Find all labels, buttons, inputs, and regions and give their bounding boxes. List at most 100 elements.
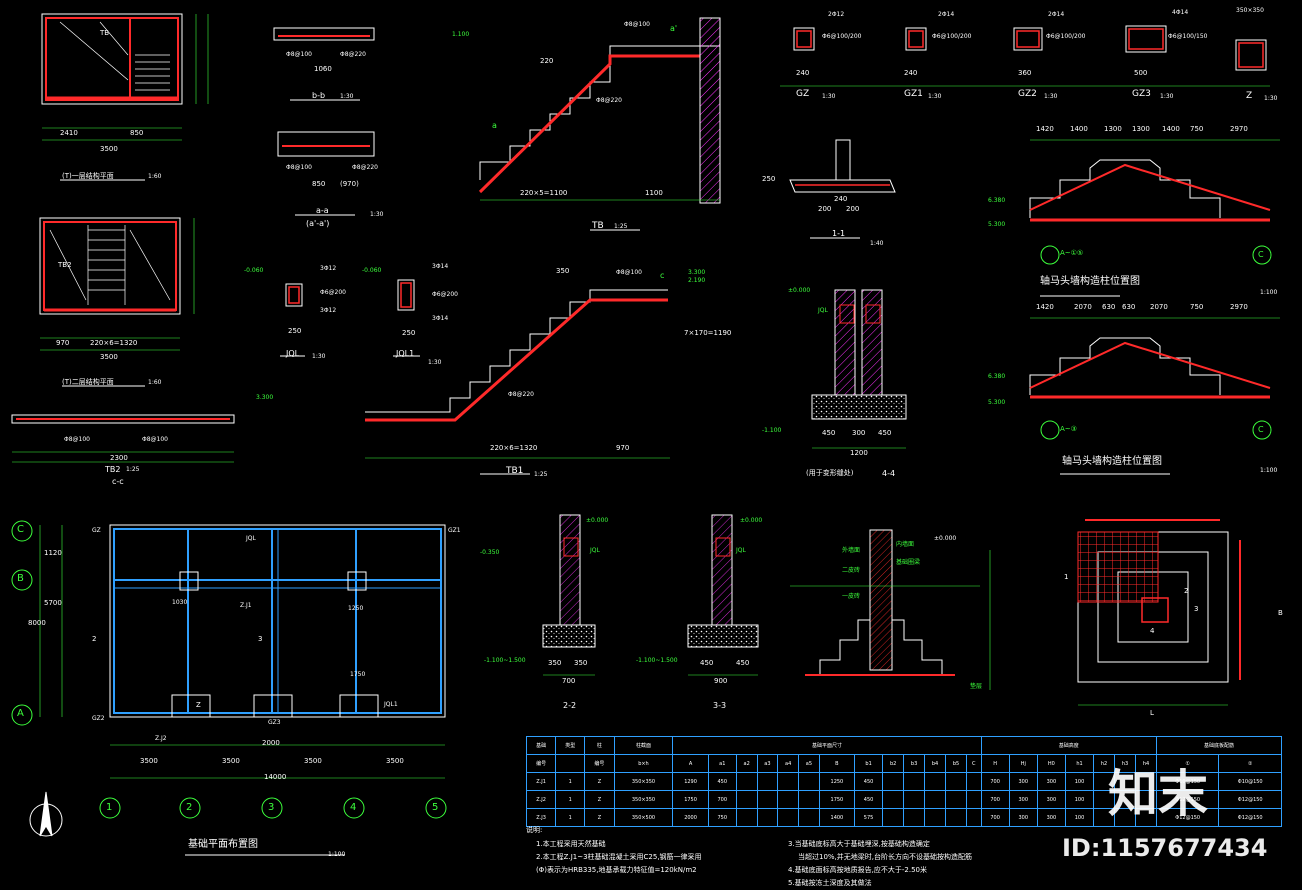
table-cell: 350×500 bbox=[613, 808, 674, 827]
roof-1-dim-4: 1400 bbox=[1162, 125, 1180, 133]
stair-TB-scale: 1:25 bbox=[614, 223, 628, 230]
section-44-elev-1: -1.100 bbox=[762, 427, 782, 434]
foundation-span-1: 3500 bbox=[222, 757, 240, 765]
col-GZ-title: GZ bbox=[796, 89, 810, 99]
section-bb-bar-0: Φ8@100 bbox=[286, 51, 312, 58]
table-cell: Φ12@150 bbox=[1218, 790, 1282, 809]
section-22-elev-2: -1.100~1.500 bbox=[484, 657, 526, 664]
section-22-elev-1: -0.350 bbox=[480, 549, 500, 556]
th-group-6: 基础底板配筋 bbox=[1155, 736, 1283, 755]
column-sections bbox=[780, 25, 1270, 87]
section-bb-title: b-b bbox=[312, 91, 326, 100]
foundation-axis-x-1: 2 bbox=[186, 802, 193, 813]
foundation-axis-y-1: B bbox=[17, 573, 24, 584]
section-44 bbox=[811, 289, 907, 449]
stair-TB1-elev-1: 2.190 bbox=[688, 277, 706, 284]
section-22-dim-6: 350 bbox=[574, 659, 588, 667]
section-33-elev-1: -1.100~1.500 bbox=[636, 657, 678, 664]
stair-plan-2-dim-0: 970 bbox=[56, 339, 70, 347]
table-cell: 300 bbox=[1036, 772, 1066, 791]
stair-TB-dim-3: 220 bbox=[540, 57, 554, 65]
foundation-axis-y-2: C bbox=[17, 524, 24, 535]
table-cell bbox=[777, 790, 800, 809]
foundation-span-3: 3500 bbox=[386, 757, 404, 765]
section-44-dim-6: 450 bbox=[878, 429, 892, 437]
col-GZ1-size: 240 bbox=[904, 69, 918, 77]
th-sub: a1 bbox=[707, 754, 737, 773]
table-cell bbox=[924, 808, 947, 827]
section-33-elev-0: ±0.000 bbox=[740, 517, 763, 524]
beams-JQL bbox=[280, 279, 420, 357]
roof-2-dim-2: 630 bbox=[1102, 303, 1116, 311]
table-cell: 1400 bbox=[818, 808, 856, 827]
stair-TB1-bar-1: Φ8@220 bbox=[508, 391, 534, 398]
footing-schedule-table: 基础 类型 柱 柱截面 基础平面尺寸 基础高度 基础底板配筋 编号 编号 b×h… bbox=[525, 736, 1283, 827]
section-44-note: (用于变形缝处) bbox=[806, 469, 854, 477]
table-cell: 1 bbox=[555, 808, 586, 827]
table-cell bbox=[798, 808, 820, 827]
table-cell: Z.J2 bbox=[525, 790, 557, 809]
stair-plan-2 bbox=[39, 217, 195, 387]
beam-JQL-bar-1: Φ6@200 bbox=[320, 289, 346, 296]
table-cell bbox=[924, 790, 947, 809]
table-cell bbox=[798, 790, 820, 809]
roof-1-axis-1: C bbox=[1258, 250, 1264, 259]
section-aa-bar-1: Φ8@220 bbox=[352, 164, 378, 171]
stair-plan-1-dim-2: 850 bbox=[130, 129, 144, 137]
table-cell: 450 bbox=[854, 790, 884, 809]
foundation-tag-ZJ2: Z.J2 bbox=[155, 735, 167, 742]
foundation-axis-x-2: 3 bbox=[268, 802, 275, 813]
roof-1-title: 轴马头墙构造柱位置图 bbox=[1040, 276, 1140, 287]
col-Z-scale: 1:30 bbox=[1264, 95, 1278, 102]
table-cell: Z bbox=[584, 808, 615, 827]
stair-TB1-title: TB1 bbox=[506, 466, 524, 476]
detail-11 bbox=[789, 139, 896, 239]
table-cell bbox=[798, 772, 820, 791]
section-44-dim-5: 300 bbox=[852, 429, 866, 437]
beam-JQL1-bar-2: 3Φ14 bbox=[432, 315, 449, 322]
section-33-title: 3-3 bbox=[713, 701, 727, 710]
table-cell: 100 bbox=[1064, 808, 1095, 827]
table-cell bbox=[882, 790, 905, 809]
stair-plan-1-scale: 1:60 bbox=[148, 173, 162, 180]
table-header-sub: 编号 编号 b×h A a1 a2 a3 a4 a5 B b1 b2 b3 b4… bbox=[525, 754, 1282, 773]
col-GZ-scale: 1:30 bbox=[822, 93, 836, 100]
table-cell bbox=[945, 790, 968, 809]
table-cell bbox=[777, 808, 800, 827]
notes-left-2: (Φ)表示为HRB335,地基承载力特征值=120kN/m2 bbox=[536, 866, 697, 874]
stair-TB-bar-1: Φ8@220 bbox=[596, 97, 622, 104]
col-Z-size: 350×350 bbox=[1236, 7, 1264, 14]
col-GZ-bar-0: 2Φ12 bbox=[828, 11, 845, 18]
th-sub: A bbox=[672, 754, 709, 773]
notes-right-3: 5.基础按冻土深度及其做法 bbox=[788, 879, 872, 887]
stair-plan-2-scale: 1:60 bbox=[148, 379, 162, 386]
stair-TB-dim-0: 220×5=1100 bbox=[520, 189, 568, 197]
table-cell bbox=[945, 772, 968, 791]
stair-TB-dim-1: 1100 bbox=[645, 189, 663, 197]
footing-plan-label-3: 4 bbox=[1150, 627, 1155, 635]
detail-11-scale: 1:40 bbox=[870, 240, 884, 247]
foundation-misc-1: 1250 bbox=[348, 605, 364, 612]
roof-2-title: 轴马头墙构造柱位置图 bbox=[1062, 456, 1162, 467]
detail-11-dim-1: 200 bbox=[818, 205, 832, 213]
foundation-axis-y-0: A bbox=[17, 708, 24, 719]
th-sub: H0 bbox=[1036, 754, 1066, 773]
section-22-elev-0: ±0.000 bbox=[586, 517, 609, 524]
detail-11-dim-0: 240 bbox=[834, 195, 848, 203]
stair-TB1-dim-6: 970 bbox=[616, 444, 630, 452]
table-cell: 450 bbox=[854, 772, 884, 791]
foundation-vdim-0: 1120 bbox=[44, 549, 62, 557]
th-sub: b5 bbox=[945, 754, 968, 773]
footing-plan-label-1: 2 bbox=[1184, 587, 1189, 595]
stair-TB-elev: 1.100 bbox=[452, 31, 470, 38]
roof-2-elev-1: 5.300 bbox=[988, 399, 1006, 406]
table-cell bbox=[756, 772, 779, 791]
slab-TB2 bbox=[11, 414, 235, 463]
foundation-axis-x-0: 1 bbox=[106, 802, 113, 813]
beam-JQL1-scale: 1:30 bbox=[428, 359, 442, 366]
table-cell bbox=[756, 808, 779, 827]
footing-plan-label-8: L bbox=[1150, 709, 1154, 717]
section-22-dim-7: 700 bbox=[562, 677, 576, 685]
stair-TB1-elev-0: 3.300 bbox=[688, 269, 706, 276]
th-sub: a5 bbox=[798, 754, 820, 773]
